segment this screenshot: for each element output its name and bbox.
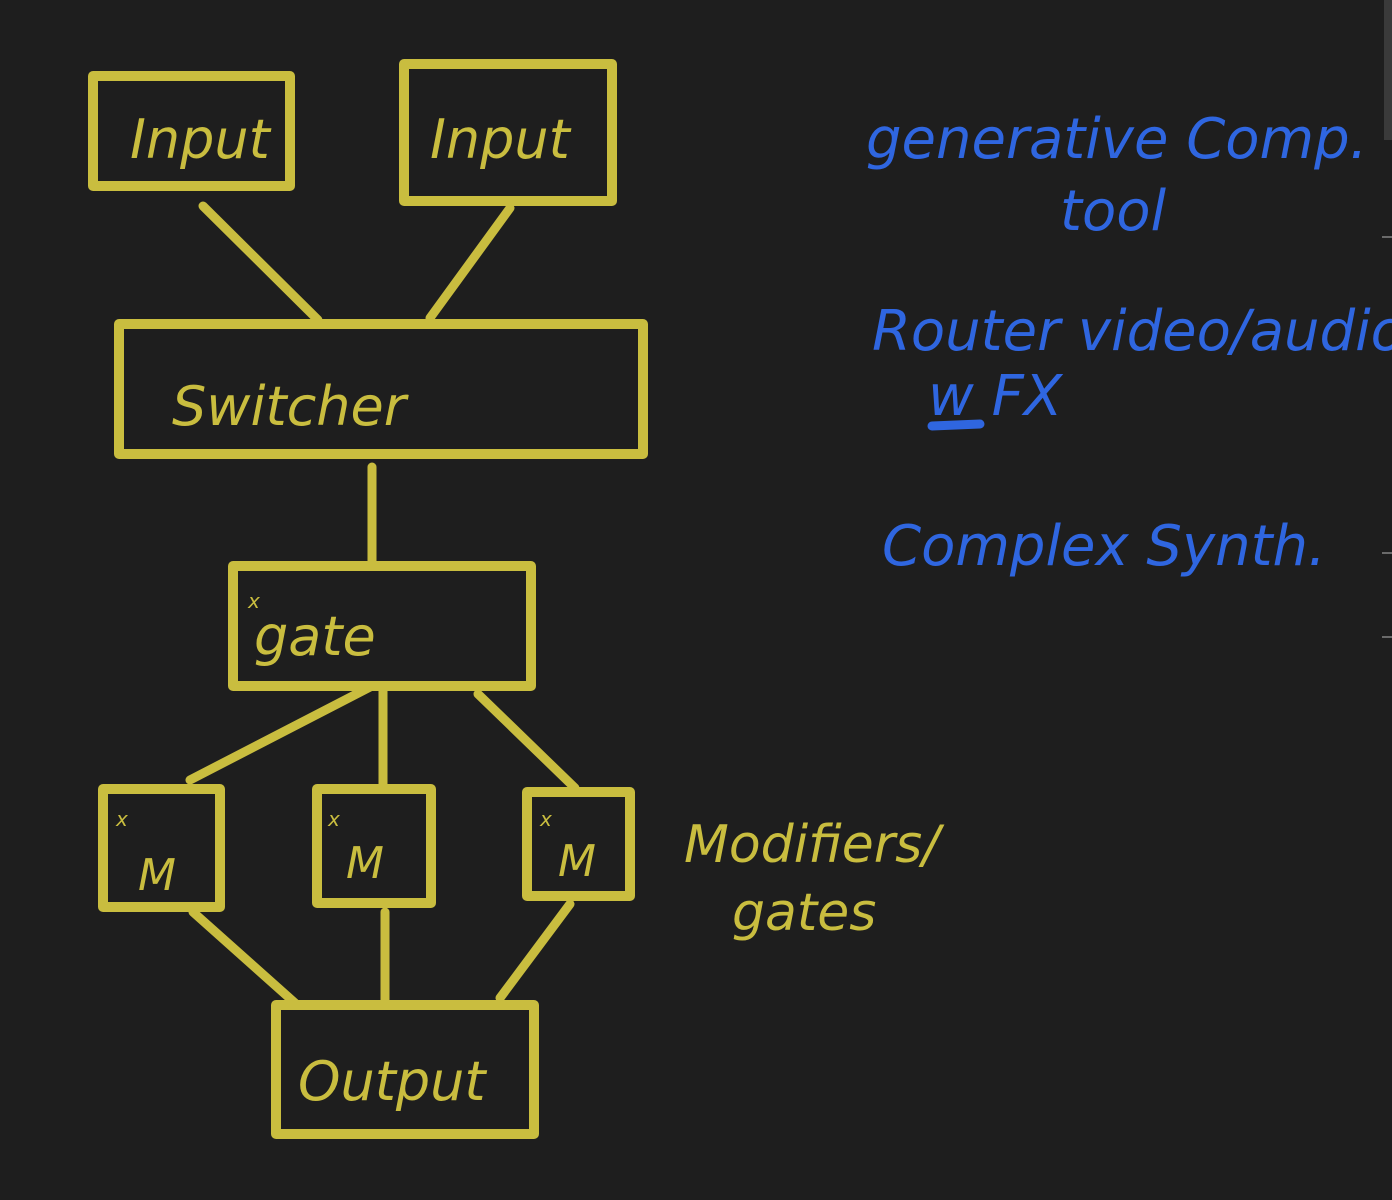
wire-gate-to-mod-right — [473, 689, 580, 793]
wire-gate-to-mod-left — [185, 681, 377, 785]
node-mod-right: x M — [522, 787, 635, 901]
side-note-line1: Modifiers/ — [684, 815, 945, 875]
switcher-box — [114, 319, 648, 459]
wire-mod-left-to-output — [188, 907, 300, 1008]
wire-input-left-to-switcher — [198, 201, 323, 325]
mod-mid-box — [312, 784, 436, 908]
nodes: Input Input Switcher x gate x M x M x — [88, 59, 648, 1139]
note-line3: Router video/audio — [872, 299, 1392, 364]
gate-mark: x — [247, 589, 260, 613]
note-underline — [927, 419, 985, 431]
mod-right-box — [522, 787, 635, 901]
output-box — [271, 1000, 539, 1139]
node-input-right: Input — [399, 59, 617, 206]
mod-right-mark: x — [539, 807, 552, 831]
note-line4: w FX — [928, 364, 1064, 429]
note-line5: Complex Synth. — [882, 514, 1326, 579]
mod-left-label: M — [138, 850, 176, 901]
notes: generative Comp. tool Router video/audio… — [866, 107, 1392, 579]
mod-left-box — [98, 784, 225, 912]
side-note: Modifiers/ gates — [684, 815, 945, 943]
node-mod-left: x M — [98, 784, 225, 912]
node-output: Output — [271, 1000, 539, 1139]
output-label: Output — [298, 1050, 487, 1113]
mod-left-mark: x — [115, 807, 128, 831]
input-right-label: Input — [430, 108, 572, 171]
node-mod-mid: x M — [312, 784, 436, 908]
gate-label: gate — [254, 605, 376, 668]
input-right-box — [399, 59, 617, 206]
edge-tick — [1382, 236, 1392, 238]
switcher-label: Switcher — [172, 375, 409, 438]
mod-mid-mark: x — [327, 807, 340, 831]
node-switcher: Switcher — [114, 319, 648, 459]
mod-mid-label: M — [346, 838, 384, 889]
note-line2: tool — [1060, 179, 1166, 244]
node-gate: x gate — [228, 561, 536, 691]
input-left-label: Input — [130, 108, 272, 171]
side-note-line2: gates — [732, 883, 876, 943]
edge-tick — [1382, 636, 1392, 638]
wire-mod-right-to-output — [495, 899, 575, 1003]
node-input-left: Input — [88, 71, 295, 191]
mod-right-label: M — [558, 836, 596, 887]
scrollbar-thumb[interactable] — [1384, 0, 1392, 140]
edge-tick — [1382, 552, 1392, 554]
note-line1: generative Comp. — [866, 107, 1367, 172]
gate-box — [228, 561, 536, 691]
wire-input-right-to-switcher — [425, 203, 515, 323]
input-left-box — [88, 71, 295, 191]
connections — [185, 201, 580, 1008]
